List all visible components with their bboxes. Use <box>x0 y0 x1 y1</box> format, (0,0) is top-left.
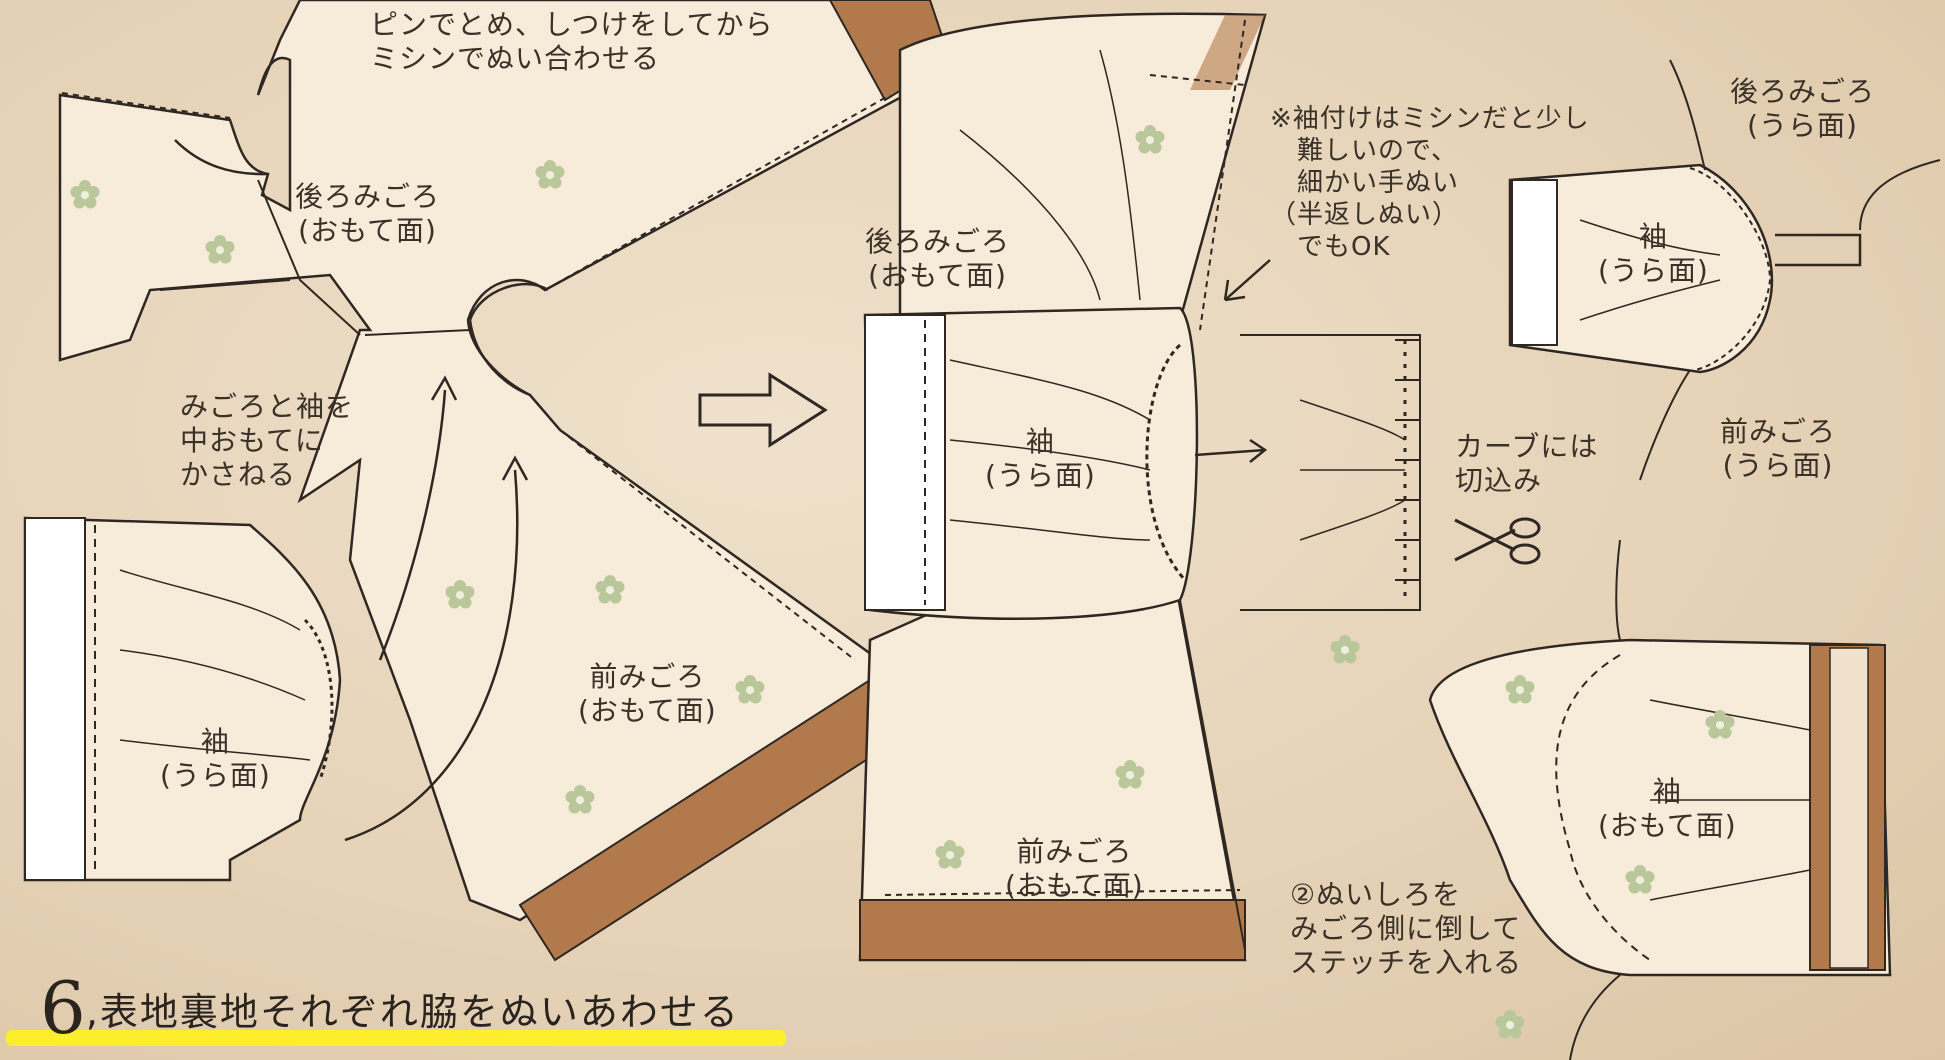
note-arrow <box>1223 259 1271 302</box>
right-bottom-sleeve <box>1428 539 1892 1060</box>
front-bodice-label-1: 前みごろ (おもて面) <box>578 660 717 727</box>
title-highlight <box>6 1030 786 1046</box>
back-bodice-label-3: 後ろみごろ (うら面) <box>1730 75 1876 142</box>
sleeve-label-4: 袖 (おもて面) <box>1598 775 1737 842</box>
middle-sleeve <box>863 306 1199 620</box>
step-heading: 6,表地裏地それぞれ脇をぬいあわせる <box>40 968 740 1048</box>
sleeve-label-2: 袖 (うら面) <box>985 425 1096 492</box>
align-note: みごろと袖を 中おもてに かさねる <box>180 390 355 491</box>
machine-note: ※袖付けはミシンだと少し 難しいので、 細かい手ぬい （半返しぬい） でもOK <box>1270 104 1590 262</box>
step-separator: , <box>85 990 100 1034</box>
right-top-sleeve <box>1508 59 1941 481</box>
front-bodice-label-3: 前みごろ (うら面) <box>1720 415 1837 482</box>
back-bodice-label-1: 後ろみごろ (おもて面) <box>295 180 441 247</box>
clip-arrow <box>1194 438 1268 463</box>
left-bodice-piece <box>58 0 952 962</box>
scissors-icon <box>1454 517 1541 565</box>
step-number: 6 <box>40 966 86 1050</box>
pin-instruction: ピンでとめ、しつけをしてから ミシンでぬい合わせる <box>370 8 774 75</box>
step-title: 表地裏地それぞれ脇をぬいあわせる <box>99 990 740 1034</box>
clip-note: カーブには 切込み <box>1455 430 1599 497</box>
front-bodice-label-2: 前みごろ (おもて面) <box>1005 835 1144 902</box>
sleeve-label-1: 袖 (うら面) <box>160 725 271 792</box>
stitch-note: ②ぬいしろを みごろ側に倒して ステッチを入れる <box>1290 878 1523 979</box>
sleeve-label-3: 袖 (うら面) <box>1598 220 1709 287</box>
align-arrows <box>344 375 529 842</box>
back-bodice-label-2: 後ろみごろ (おもて面) <box>865 225 1011 292</box>
next-arrow <box>698 372 828 448</box>
left-sleeve-piece <box>23 516 342 882</box>
clipped-seam-closeup <box>1240 334 1421 611</box>
